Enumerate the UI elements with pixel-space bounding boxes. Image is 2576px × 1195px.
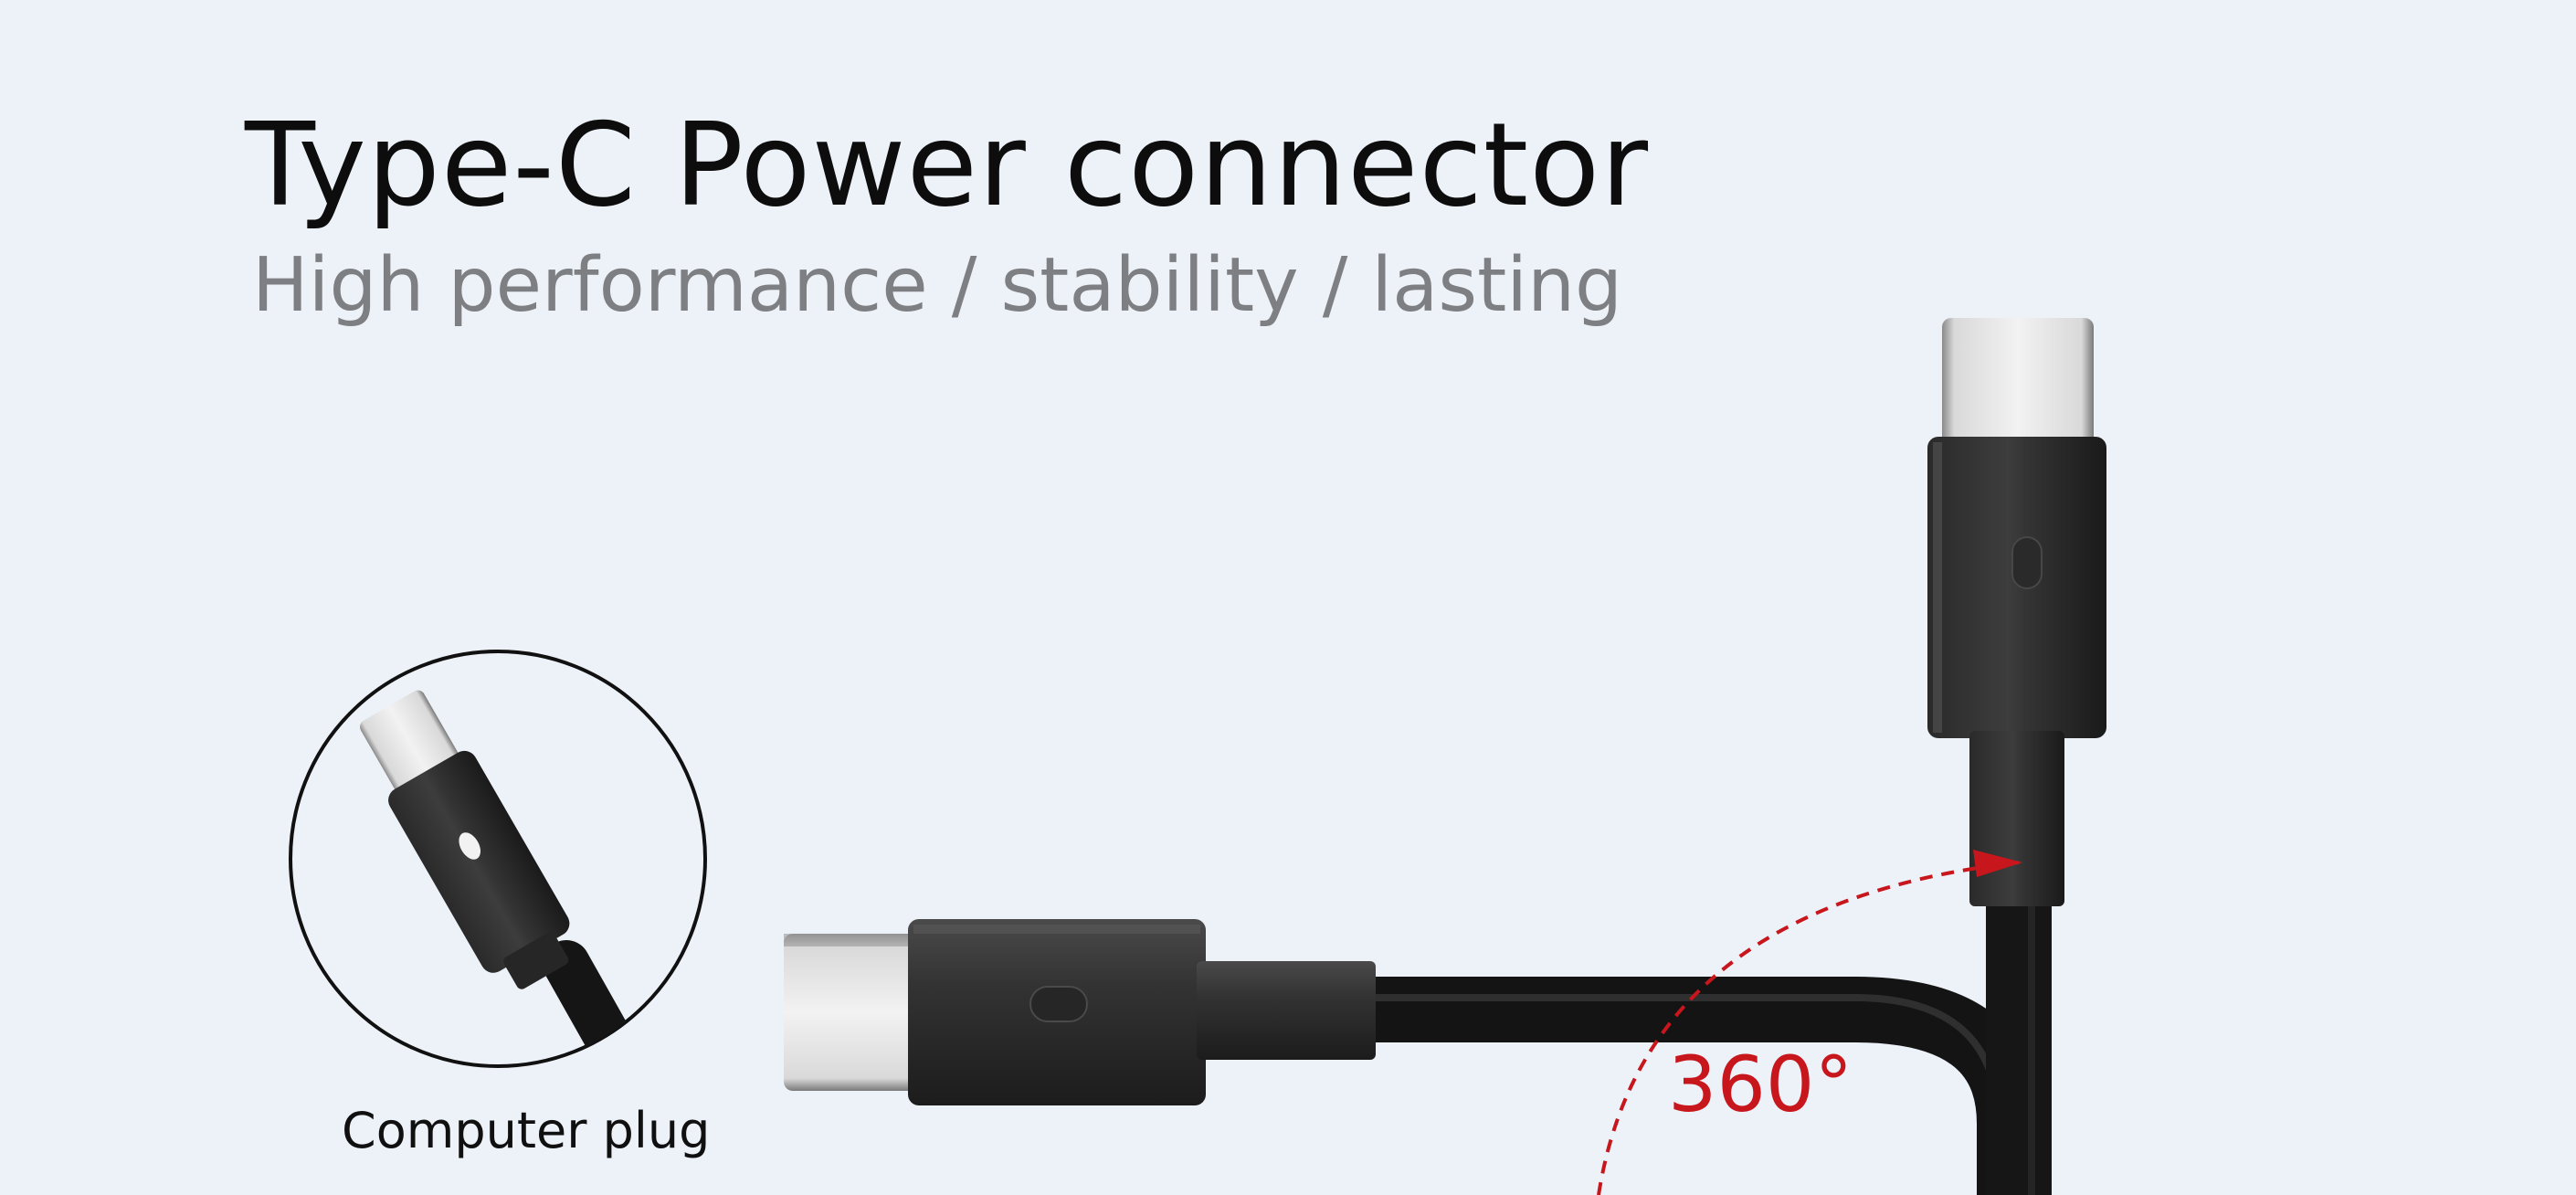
horizontal-usb-c-connector — [784, 919, 1376, 1105]
rotation-arc — [1597, 850, 2022, 1195]
computer-plug-caption: Computer plug — [342, 1102, 711, 1159]
rotation-angle-label: 360° — [1668, 1040, 1853, 1129]
computer-plug-inset — [289, 650, 707, 1068]
page-title: Type-C Power connector — [245, 98, 1650, 232]
vertical-usb-c-connector — [1927, 318, 2106, 906]
page-subtitle: High performance / stability / lasting — [252, 242, 1623, 329]
main-cable — [1370, 900, 2052, 1195]
